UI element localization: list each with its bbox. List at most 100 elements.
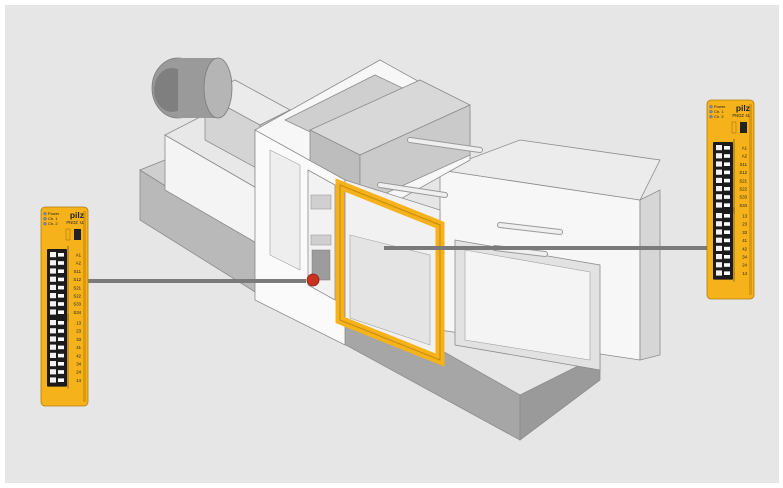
terminal-block [47, 249, 67, 319]
terminal-clamp-icon [724, 195, 730, 199]
terminal-clamp-icon [724, 214, 730, 218]
led-label: Power [714, 104, 726, 109]
terminal-clamp-icon [724, 187, 730, 191]
terminal-screw-icon [716, 186, 722, 192]
terminal-screw-icon [716, 213, 722, 219]
terminal-screw-icon [50, 377, 56, 383]
safety-guard [335, 178, 445, 367]
led-label: Ch. 2 [714, 114, 724, 119]
terminal-label: 24 [742, 263, 747, 268]
terminal-screw-icon [50, 320, 56, 326]
terminal-clamp-icon [724, 246, 730, 251]
terminal-label: A1 [742, 146, 748, 151]
terminal-screw-icon [716, 237, 722, 243]
terminal-block [713, 210, 733, 280]
terminal-screw-icon [50, 344, 56, 350]
terminal-screw-icon [50, 284, 56, 290]
status-led-icon [709, 110, 713, 114]
terminal-screw-icon [716, 161, 722, 167]
terminal-clamp-icon [724, 230, 730, 234]
terminal-label: S12 [739, 170, 747, 175]
terminal-screw-icon [50, 309, 56, 315]
terminal-screw-icon [716, 177, 722, 183]
machine-housing [438, 139, 661, 371]
terminal-screw-icon [716, 145, 722, 151]
terminal-clamp-icon [724, 162, 730, 166]
terminal-screw-icon [50, 252, 56, 258]
terminal-clamp-icon [58, 294, 64, 298]
terminal-screw-icon [716, 245, 722, 251]
terminal-clamp-icon [724, 178, 730, 183]
terminal-label: 42 [742, 246, 747, 251]
terminal-clamp-icon [724, 146, 730, 150]
relay-model: PNOZ [66, 220, 78, 225]
terminal-screw-icon [50, 268, 56, 274]
terminal-clamp-icon [724, 222, 730, 226]
terminal-clamp-icon [724, 255, 730, 259]
terminal-clamp-icon [58, 261, 64, 265]
terminal-clamp-icon [58, 285, 64, 290]
label-slot [731, 121, 737, 134]
terminal-label: 14 [76, 378, 81, 383]
terminal-label: S11 [74, 269, 82, 274]
terminal-clamp-icon [58, 329, 64, 333]
led-label: Ch. 1 [714, 109, 724, 114]
relay-variant: s1 [746, 113, 751, 118]
terminal-label: S34 [739, 203, 747, 208]
terminal-label: A1 [76, 253, 82, 258]
terminal-label: S34 [73, 310, 81, 315]
relay-side-rib [749, 104, 752, 295]
led-label: Ch. 1 [48, 216, 58, 221]
terminal-screw-icon [716, 254, 722, 260]
terminal-label: A2 [76, 261, 82, 266]
terminal-label: 23 [76, 329, 81, 334]
status-led-icon [43, 217, 47, 221]
terminal-clamp-icon [724, 238, 730, 243]
terminal-label: S22 [73, 294, 81, 299]
terminal-screw-icon [50, 352, 56, 358]
relay-side-rib [83, 211, 86, 402]
terminal-label: S12 [73, 277, 81, 282]
relay-variant: s1 [80, 220, 85, 225]
led-label: Power [48, 211, 60, 216]
terminal-screw-icon [50, 336, 56, 342]
terminal-label: S21 [739, 178, 747, 183]
label-slot [65, 228, 71, 241]
terminal-block [713, 142, 733, 212]
connector-icon [740, 122, 747, 133]
terminal-clamp-icon [724, 154, 730, 158]
terminal-label: S22 [739, 187, 747, 192]
terminal-clamp-icon [58, 345, 64, 350]
terminal-screw-icon [50, 293, 56, 299]
terminal-clamp-icon [58, 253, 64, 257]
terminal-clamp-icon [724, 263, 730, 267]
terminal-label: A2 [742, 154, 748, 159]
status-led-icon [709, 105, 713, 109]
terminal-label: S11 [740, 162, 748, 167]
terminal-clamp-icon [58, 321, 64, 325]
terminal-screw-icon [716, 202, 722, 208]
status-led-icon [43, 212, 47, 216]
terminal-screw-icon [716, 221, 722, 227]
terminal-screw-icon [716, 194, 722, 200]
terminal-clamp-icon [724, 170, 730, 175]
terminal-screw-icon [50, 276, 56, 282]
terminal-screw-icon [716, 153, 722, 159]
terminal-clamp-icon [58, 310, 64, 314]
terminal-clamp-icon [58, 353, 64, 358]
emergency-stop-button [306, 273, 320, 287]
terminal-label: 24 [76, 370, 81, 375]
terminal-clamp-icon [58, 378, 64, 382]
terminal-screw-icon [716, 169, 722, 175]
led-label: Ch. 2 [48, 221, 58, 226]
terminal-label: 33 [76, 337, 81, 342]
relay-model: PNOZ [732, 113, 744, 118]
terminal-screw-icon [716, 270, 722, 276]
terminal-label: 13 [76, 321, 81, 326]
terminal-clamp-icon [724, 203, 730, 207]
status-led-icon [43, 222, 47, 226]
terminal-screw-icon [50, 260, 56, 266]
terminal-clamp-icon [58, 337, 64, 341]
terminal-screw-icon [50, 301, 56, 307]
